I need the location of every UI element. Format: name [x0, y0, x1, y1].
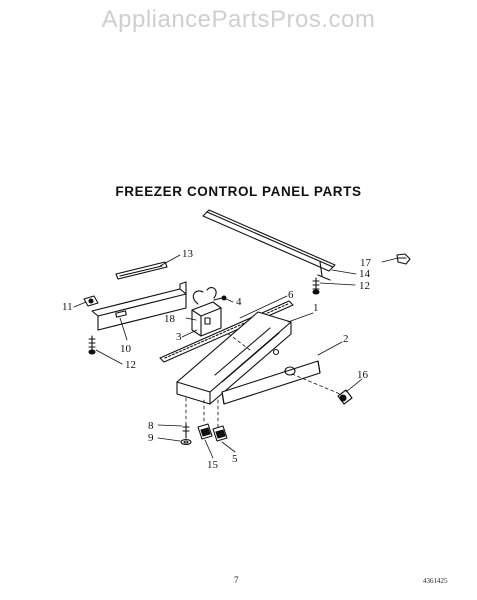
switch-part-5: [212, 425, 228, 442]
knob-part-16: [337, 389, 353, 405]
callout-12-left: 12: [125, 359, 136, 371]
panel-part-2: [221, 360, 321, 405]
thermostat-part-18: [191, 287, 222, 337]
screw-part-8: [182, 423, 190, 439]
callout-2: 2: [343, 333, 349, 345]
callout-3: 3: [176, 331, 182, 343]
diagram-title: FREEZER CONTROL PANEL PARTS: [115, 184, 362, 199]
callout-11: 11: [62, 301, 73, 313]
tube-part-13: [115, 261, 168, 280]
part-code: 4361425: [423, 577, 448, 585]
callout-5: 5: [232, 453, 238, 465]
control-housing-part-1: [176, 311, 292, 405]
callout-13: 13: [182, 248, 194, 260]
callout-4: 4: [236, 296, 242, 308]
callout-16: 16: [357, 369, 369, 381]
switch-part-15: [197, 423, 213, 440]
callout-15: 15: [207, 459, 219, 471]
washer-part-9: [180, 438, 192, 446]
page-number: 7: [234, 575, 239, 585]
callout-9: 9: [148, 432, 154, 444]
callout-18: 18: [164, 313, 176, 325]
clip-part-17: [396, 253, 411, 265]
callout-12-right: 12: [359, 280, 370, 292]
screw-left: [88, 335, 96, 355]
left-bracket: [91, 281, 187, 331]
top-bracket: [202, 209, 336, 281]
screw-top-right: [312, 277, 320, 295]
callout-8: 8: [148, 420, 154, 432]
watermark: AppliancePartsPros.com: [101, 6, 376, 33]
callout-1: 1: [313, 302, 319, 314]
callout-14: 14: [359, 268, 371, 280]
callout-10: 10: [120, 343, 132, 355]
callout-6: 6: [288, 289, 294, 301]
connector-part-11: [83, 295, 99, 307]
screw-part-4: [213, 295, 227, 301]
callout-17: 17: [360, 257, 372, 269]
